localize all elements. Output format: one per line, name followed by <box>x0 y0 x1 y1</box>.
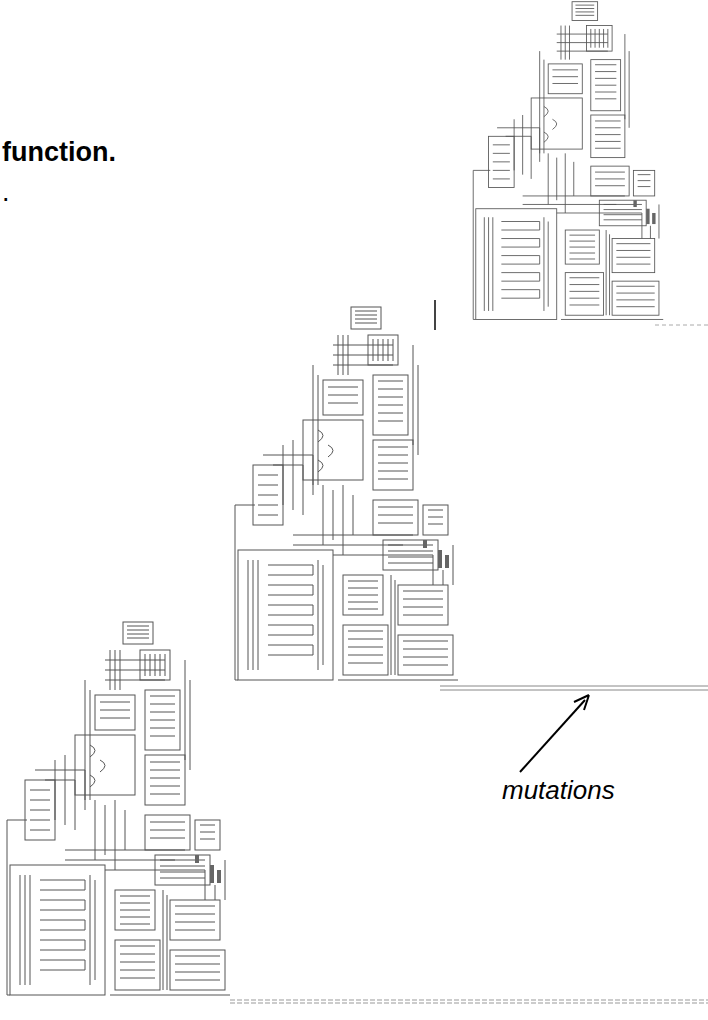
annotation-label: mutations <box>502 776 615 805</box>
slide-text: . <box>2 178 10 208</box>
slide-text: function. <box>2 138 116 168</box>
